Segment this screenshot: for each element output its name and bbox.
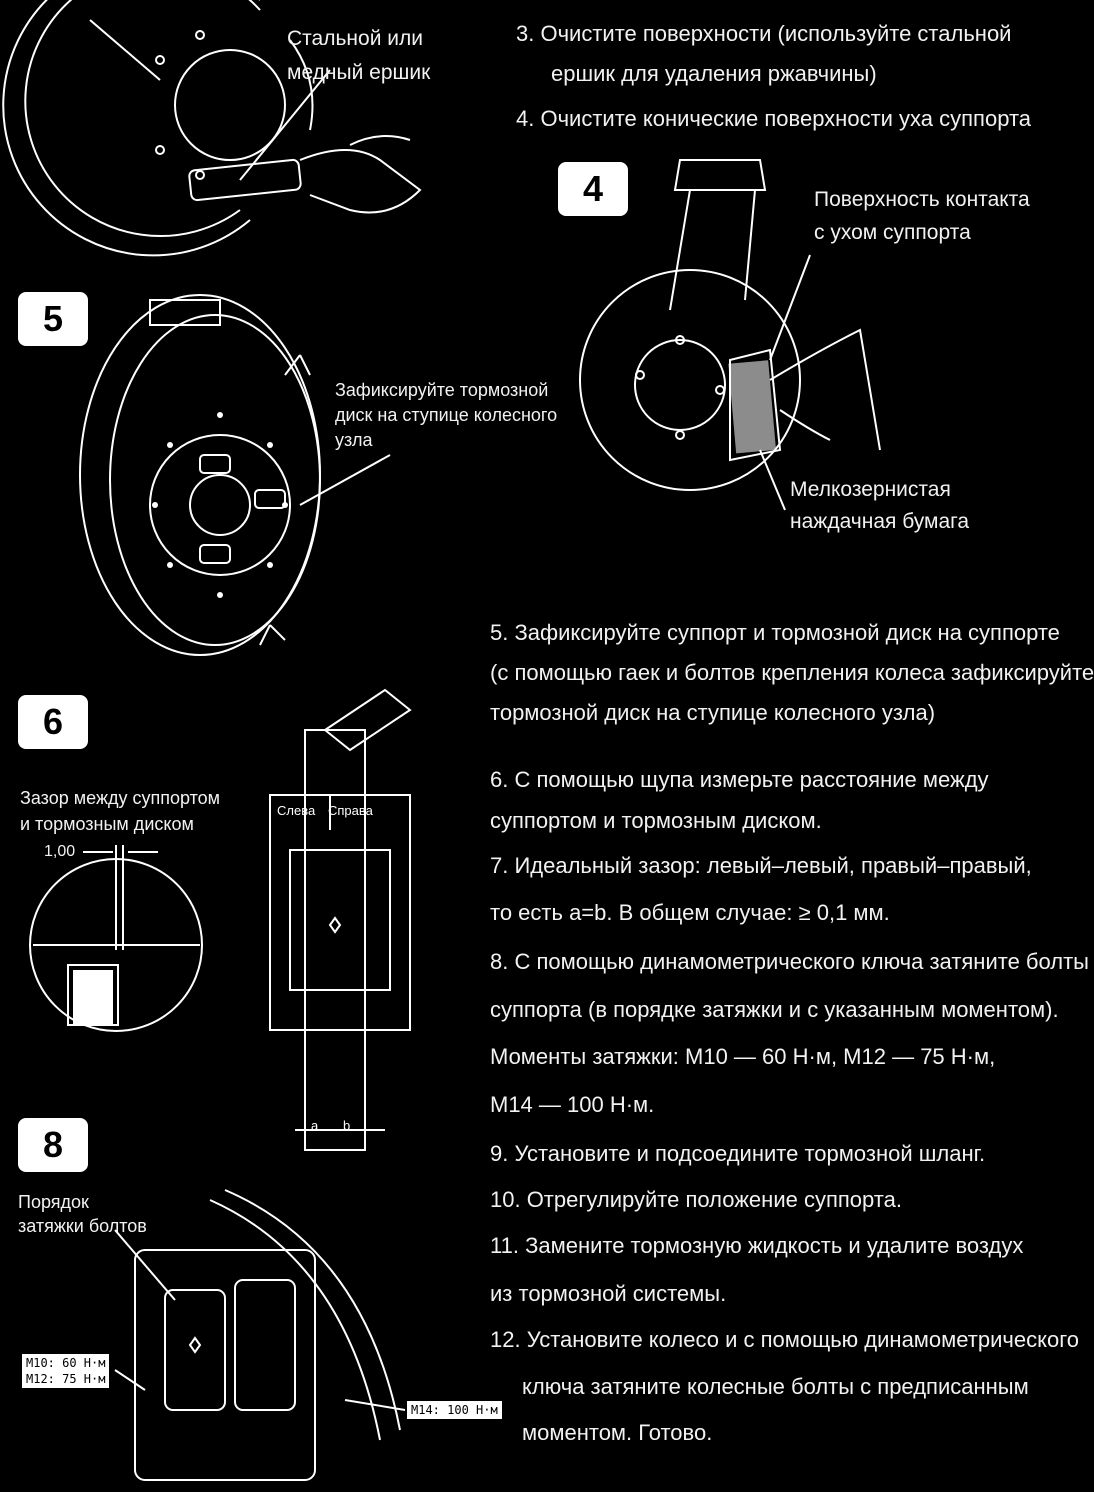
fix-disc-callout-line-1: Зафиксируйте тормозной [335, 380, 549, 400]
sandpaper-callout-line-1: Мелкозернистая [790, 478, 951, 501]
brake-disc-hub-drawing [70, 295, 440, 675]
step-8-line-2: суппорта (в порядке затяжки и с указанны… [490, 997, 1059, 1022]
step-9: 9. Установите и подсоедините тормозной ш… [490, 1141, 986, 1166]
step-11-line-2: из тормозной системы. [490, 1281, 727, 1306]
figure-6-badge: 6 [18, 695, 88, 749]
gap-value: 1,00 [44, 843, 76, 860]
caliper-left-label: Слева [277, 803, 316, 818]
step-12-line-3: моментом. Готово. [522, 1420, 713, 1445]
gap-label-line-1: Зазор между суппортом [20, 788, 221, 808]
step-11-line-1: 11. Замените тормозную жидкость и удалит… [490, 1233, 1024, 1258]
sandpaper-callout-line-2: наждачная бумага [790, 510, 970, 533]
brush-callout-line-2: медный ершик [287, 61, 431, 84]
step-12-line-2: ключа затяните колесные болты с предписа… [522, 1374, 1029, 1399]
step-5-line-2: (с помощью гаек и болтов крепления колес… [490, 660, 1094, 685]
gap-b-label: b [343, 1118, 351, 1133]
brush-callout-line-1: Стальной или [287, 27, 423, 50]
step-8-line-1: 8. С помощью динамометрического ключа за… [490, 949, 1089, 974]
caliper-right-label: Справа [328, 803, 373, 818]
step-4: 4. Очистите конические поверхности уха с… [516, 106, 1032, 131]
step-3-line-1: 3. Очистите поверхности (используйте ста… [516, 21, 1012, 46]
step-3-line-2: ершик для удаления ржавчины) [551, 61, 877, 86]
contact-surface-callout-line-2: с ухом суппорта [814, 221, 971, 244]
torque-badge-m10: M10: 60 Н·м [22, 1354, 110, 1372]
figure-8-badge: 8 [18, 1118, 88, 1172]
figure-5-badge: 5 [18, 292, 88, 346]
caliper-ear-sanding-drawing [580, 150, 900, 510]
step-6-line-1: 6. С помощью щупа измерьте расстояние ме… [490, 767, 989, 792]
step-10: 10. Отрегулируйте положение суппорта. [490, 1187, 902, 1212]
step-8-line-3: Моменты затяжки: M10 — 60 Н·м, M12 — 75 … [490, 1044, 996, 1069]
brake-disc-shield-drawing [60, 0, 520, 250]
step-5-line-1: 5. Зафиксируйте суппорт и тормозной диск… [490, 620, 1060, 645]
gap-detail-circle [28, 840, 228, 1040]
step-8-line-4: M14 — 100 Н·м. [490, 1092, 655, 1117]
step-6-line-2: суппортом и тормозным диском. [490, 808, 822, 833]
step-7-line-1: 7. Идеальный зазор: левый–левый, правый–… [490, 853, 1032, 878]
step-12-line-1: 12. Установите колесо и с помощью динамо… [490, 1327, 1079, 1352]
caliper-assembly-drawing [115, 1190, 415, 1490]
gap-a-label: a [311, 1118, 319, 1133]
figure-4-badge: 4 [558, 162, 628, 216]
gap-label-line-2: и тормозным диском [20, 814, 194, 834]
contact-surface-callout-line-1: Поверхность контакта [814, 188, 1030, 211]
bolt-order-label-line-1: Порядок [18, 1192, 89, 1212]
step-5-line-3: тормозной диск на ступице колесного узла… [490, 700, 936, 725]
fix-disc-callout-line-2: диск на ступице колесного [335, 405, 558, 425]
torque-badge-m12: M12: 75 Н·м [22, 1370, 110, 1388]
step-7-line-2: то есть a=b. В общем случае: ≥ 0,1 мм. [490, 900, 890, 925]
torque-badge-m14: M14: 100 Н·м [407, 1401, 502, 1419]
caliper-front-drawing [235, 690, 435, 1140]
fix-disc-callout-line-3: узла [335, 430, 373, 450]
